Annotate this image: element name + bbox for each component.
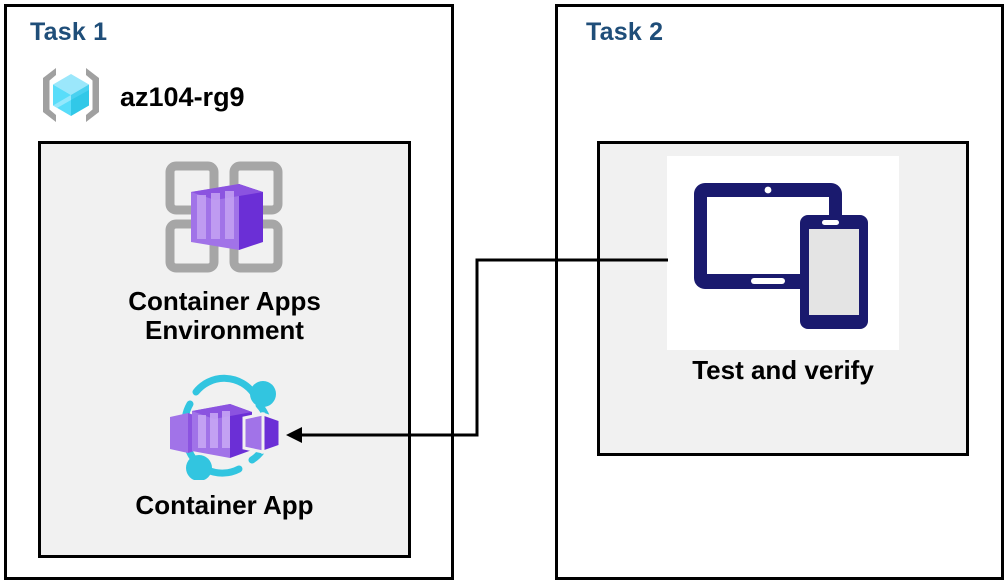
resource-group-row: az104-rg9 [36,60,245,135]
test-and-verify-label: Test and verify [692,355,874,385]
container-app-label: Container App [135,490,314,520]
container-apps-environment-label: Container Apps Environment [128,286,321,346]
devices-icon-plate [667,156,899,350]
task-2-title: Task 2 [586,18,664,46]
node-test-and-verify: Test and verify [600,156,966,385]
resource-group-icon [36,60,106,135]
task-1-inner-panel: Container Apps Environment [38,141,411,558]
container-apps-environment-icon [160,158,290,281]
resource-group-name: az104-rg9 [120,82,245,112]
task-1-title: Task 1 [30,18,108,46]
container-app-icon [156,374,294,485]
node-container-app: Container App [41,374,408,520]
devices-icon [688,171,878,336]
task-2-inner-panel: Test and verify [597,141,969,456]
node-container-apps-environment: Container Apps Environment [41,158,408,345]
